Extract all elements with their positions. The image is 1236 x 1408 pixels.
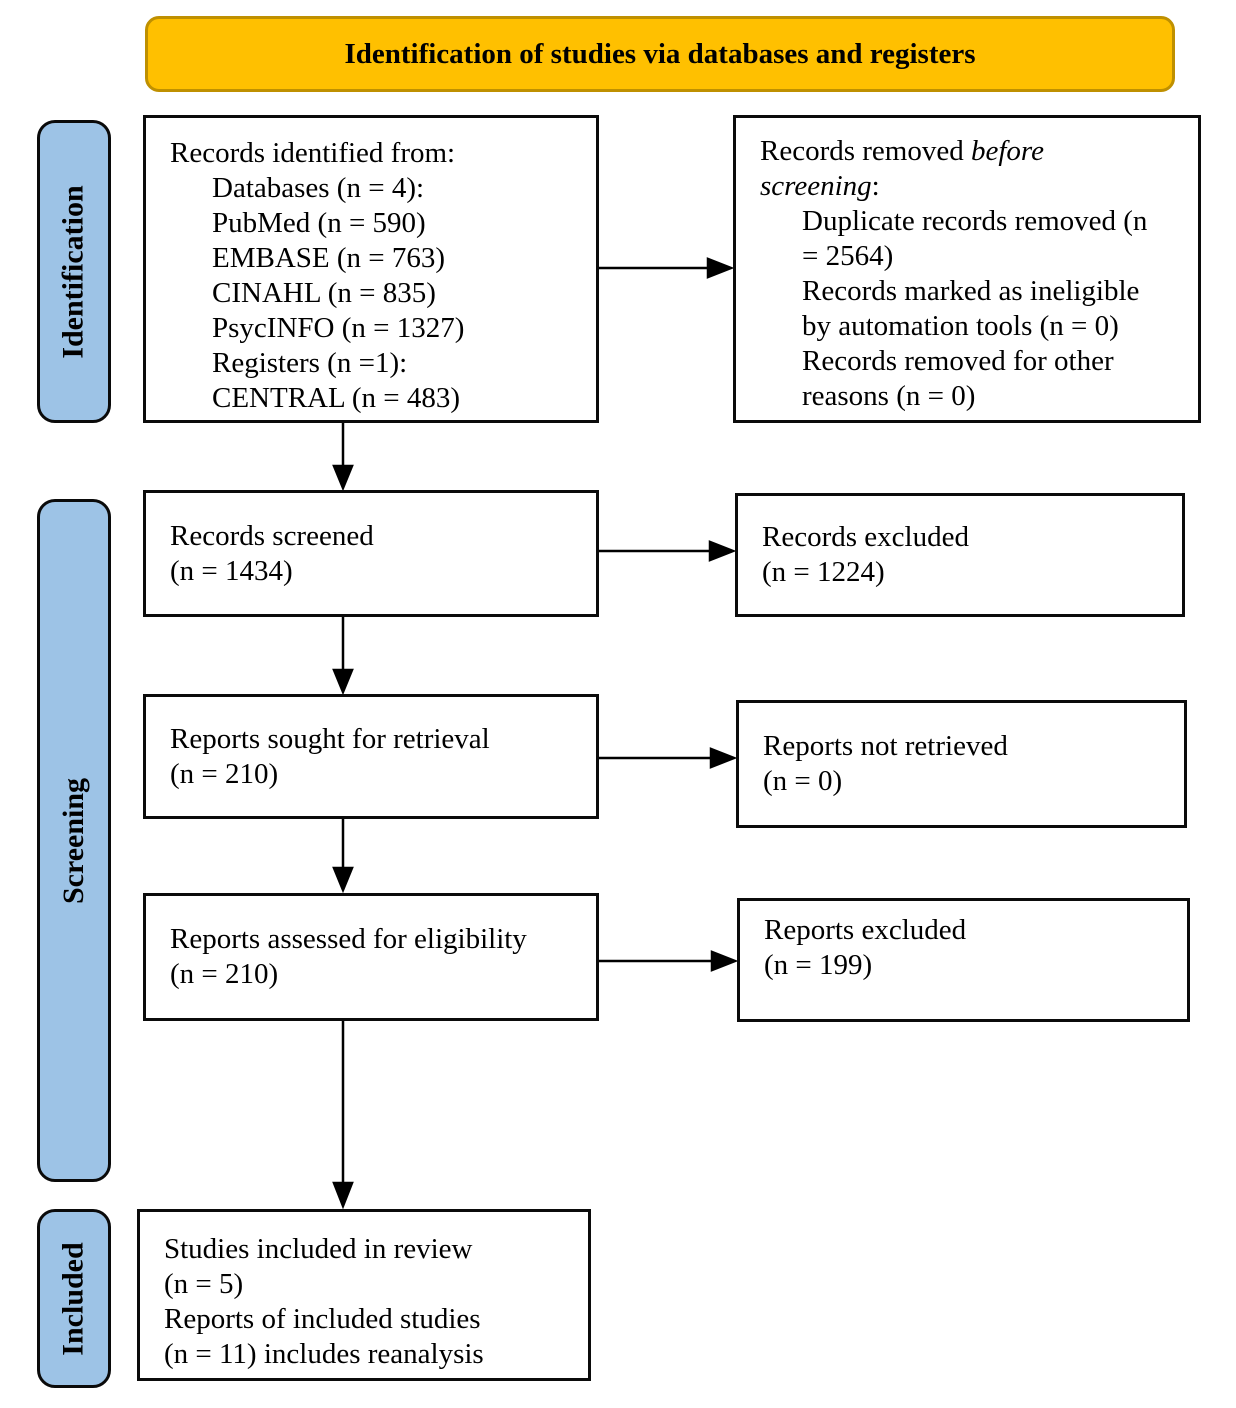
stage-label-included: Included — [57, 1241, 91, 1356]
box-line: Reports assessed for eligibility — [170, 923, 527, 955]
stage-bar-screening: Screening — [37, 499, 111, 1182]
arrow-assessed-to-included — [332, 1021, 354, 1210]
box-reports-sought: Reports sought for retrieval (n = 210) — [143, 694, 599, 819]
arrow-identified-to-removed — [599, 257, 735, 279]
box-line: Studies included in review — [164, 1233, 473, 1265]
box-records-removed-before-screening: Records removed before screening: Duplic… — [733, 115, 1201, 423]
box-studies-included: Studies included in review (n = 5) Repor… — [137, 1209, 591, 1381]
box-line: Reports excluded — [764, 914, 967, 946]
box-reports-excluded: Reports excluded (n = 199) — [737, 898, 1190, 1022]
box-line: = 2564) — [802, 240, 894, 272]
box-line: Duplicate records removed (n — [802, 205, 1148, 237]
banner-identification-via-databases: Identification of studies via databases … — [145, 16, 1175, 92]
arrow-sought-to-assessed — [332, 819, 354, 894]
banner-title: Identification of studies via databases … — [344, 37, 976, 70]
stage-label-identification: Identification — [57, 184, 90, 359]
box-reports-assessed: Reports assessed for eligibility (n = 21… — [143, 893, 599, 1021]
box-line: Reports sought for retrieval — [170, 722, 490, 755]
box-line: Reports of included studies — [164, 1303, 481, 1335]
box-line: Records removed for other — [802, 345, 1114, 377]
arrow-screened-to-sought — [332, 617, 354, 696]
box-line: screening: — [760, 170, 880, 202]
box-line: Records screened — [170, 519, 374, 552]
box-line: (n = 0) — [763, 765, 843, 797]
box-line: CINAHL (n = 835) — [212, 277, 436, 309]
box-line: (n = 11) includes reanalysis — [164, 1338, 484, 1370]
box-records-identified: Records identified from: Databases (n = … — [143, 115, 599, 423]
box-line: (n = 1434) — [170, 554, 293, 587]
box-records-excluded: Records excluded (n = 1224) — [735, 493, 1185, 617]
box-line: (n = 5) — [164, 1268, 244, 1300]
box-line: Databases (n = 4): — [212, 172, 425, 204]
box-line: reasons (n = 0) — [802, 380, 976, 412]
box-line: Records removed before — [760, 135, 1045, 167]
box-line: CENTRAL (n = 483) — [212, 382, 461, 414]
box-line: EMBASE (n = 763) — [212, 242, 446, 274]
box-line: PubMed (n = 590) — [212, 207, 426, 239]
box-line: (n = 210) — [170, 757, 279, 790]
stage-label-screening: Screening — [57, 777, 91, 904]
box-line: Records identified from: — [170, 137, 456, 169]
box-records-screened: Records screened (n = 1434) — [143, 490, 599, 617]
arrow-identified-to-screened — [332, 423, 354, 492]
arrow-assessed-to-reports-excluded — [599, 950, 739, 972]
box-line: PsycINFO (n = 1327) — [212, 312, 465, 344]
box-line: (n = 199) — [764, 949, 873, 981]
arrow-screened-to-excluded — [599, 540, 737, 562]
arrow-sought-to-not-retrieved — [599, 747, 738, 769]
box-line: Records excluded — [762, 521, 969, 553]
box-line: (n = 1224) — [762, 556, 885, 588]
box-line: (n = 210) — [170, 958, 279, 990]
box-line: Records marked as ineligible — [802, 275, 1140, 307]
box-line: Reports not retrieved — [763, 730, 1008, 762]
stage-bar-identification: Identification — [37, 120, 111, 423]
box-reports-not-retrieved: Reports not retrieved (n = 0) — [736, 700, 1187, 828]
stage-bar-included: Included — [37, 1209, 111, 1388]
box-line: Registers (n =1): — [212, 347, 408, 379]
box-line: by automation tools (n = 0) — [802, 310, 1119, 342]
